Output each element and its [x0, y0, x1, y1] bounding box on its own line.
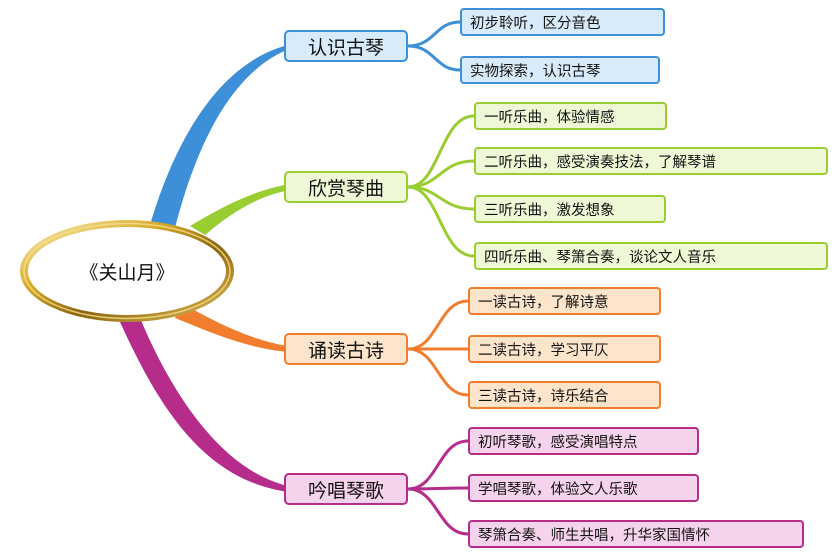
branch-node-2: 欣赏琴曲: [284, 171, 408, 203]
leaf-1-2: 实物探索，认识古琴: [460, 56, 660, 84]
leaf-4-2: 学唱琴歌，体验文人乐歌: [468, 474, 699, 502]
center-ring: [20, 220, 234, 322]
leaf-4-3: 琴箫合奏、师生共唱，升华家国情怀: [468, 520, 804, 548]
subconnectors-green: [407, 114, 475, 258]
leaf-3-3: 三读古诗，诗乐结合: [468, 381, 661, 409]
leaf-4-1: 初听琴歌，感受演唱特点: [468, 427, 699, 455]
branch-connector-green: [190, 184, 290, 235]
branch-connector-purple: [120, 318, 288, 492]
leaf-2-2: 二听乐曲，感受演奏技法，了解琴谱: [474, 147, 828, 175]
branch-connector-blue: [150, 44, 292, 228]
subconnectors-blue: [407, 20, 461, 72]
leaf-3-2: 二读古诗，学习平仄: [468, 335, 661, 363]
subconnectors-orange: [407, 299, 469, 397]
branch-connector-orange: [175, 302, 288, 352]
leaf-2-4: 四听乐曲、琴箫合奏，谈论文人音乐: [474, 242, 828, 270]
branch-node-4: 吟唱琴歌: [284, 473, 408, 505]
branch-node-1: 认识古琴: [284, 30, 408, 62]
leaf-2-3: 三听乐曲，激发想象: [474, 195, 666, 223]
subconnectors-purple: [407, 439, 469, 536]
branch-node-3: 诵读古诗: [284, 333, 408, 365]
center-topic: 《关山月》: [79, 261, 175, 284]
leaf-2-1: 一听乐曲，体验情感: [474, 102, 667, 130]
leaf-1-1: 初步聆听，区分音色: [460, 8, 665, 36]
leaf-3-1: 一读古诗，了解诗意: [468, 287, 661, 315]
